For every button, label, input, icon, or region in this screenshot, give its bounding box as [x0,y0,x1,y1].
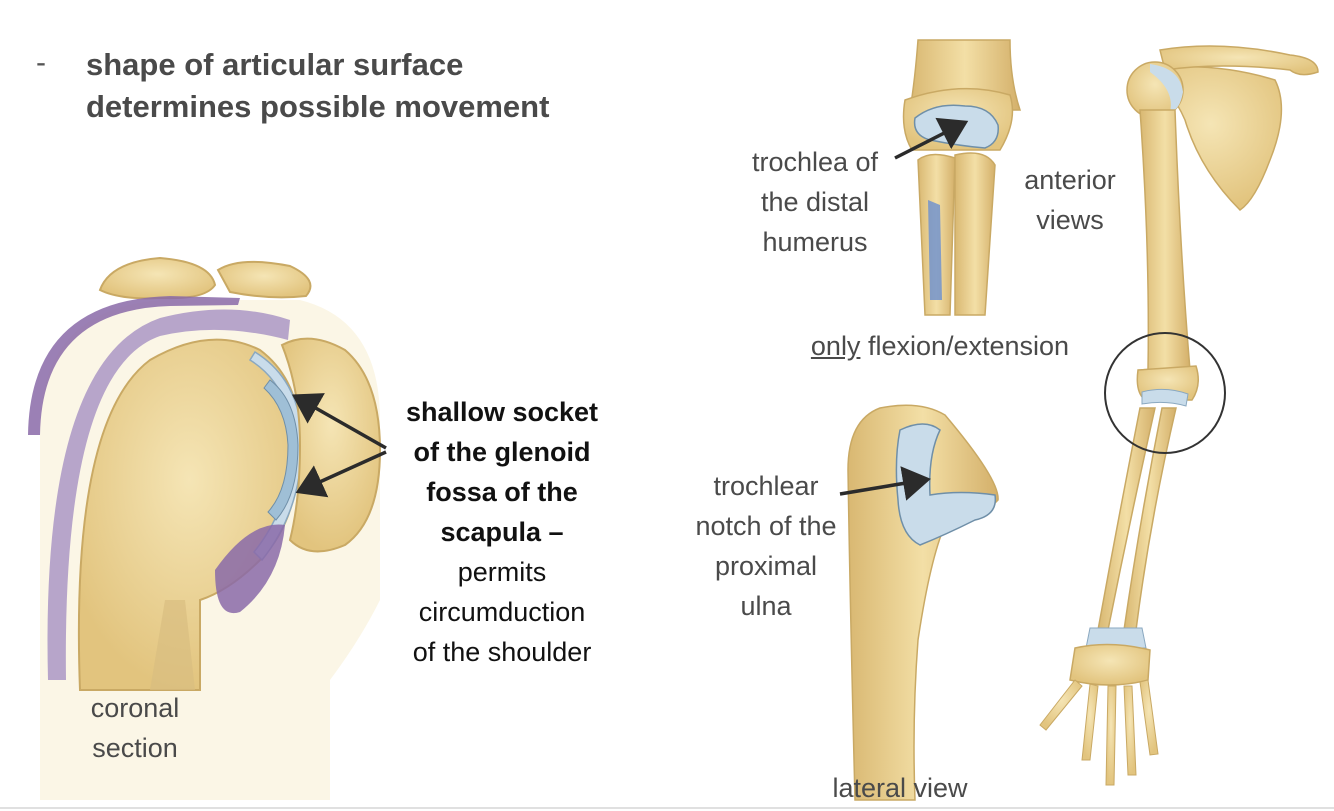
arm-skeleton [1040,46,1318,785]
label-anterior-line2: views [1005,200,1135,240]
label-glenoid-line1: shallow socket [385,392,619,432]
label-coronal-line1: coronal [60,688,210,728]
label-flexion-rest: flexion/extension [860,331,1069,361]
label-trochlea-humerus: trochlea of the distal humerus [730,142,900,262]
label-glenoid-line2: of the glenoid [385,432,619,472]
finger-2 [1082,684,1098,760]
label-lateral-view: lateral view [800,768,1000,808]
label-notch-line4: ulna [680,586,852,626]
label-coronal-section: coronal section [60,688,210,768]
label-only-underlined: only [811,331,861,361]
acromion [218,262,310,298]
label-anterior-views: anterior views [1005,160,1135,240]
elbow-anterior [904,40,1020,315]
label-trochlea-line3: humerus [730,222,900,262]
label-glenoid-fossa: shallow socket of the glenoid fossa of t… [385,392,619,672]
membrane-blue [928,200,942,300]
label-coronal-line2: section [60,728,210,768]
finger-4 [1124,686,1136,775]
label-glenoid-line3: fossa of the [385,472,619,512]
label-trochlear-notch: trochlear notch of the proximal ulna [680,466,852,626]
label-notch-line1: trochlear [680,466,852,506]
label-glenoid-line7: of the shoulder [385,632,619,672]
finger-5 [1140,680,1158,755]
radius-proximal [955,153,995,315]
carpals [1070,644,1150,685]
humerus-shaft [1140,110,1190,370]
label-notch-line2: notch of the [680,506,852,546]
finger-1 [1040,680,1082,730]
clavicle [100,258,215,298]
label-flexion-extension: only flexion/extension [780,326,1100,366]
label-glenoid-line6: circumduction [385,592,619,632]
label-glenoid-line5: permits [385,552,619,592]
finger-3 [1106,686,1116,785]
label-glenoid-line4: scapula – [385,512,619,552]
ulna-lateral-view [848,405,998,800]
label-trochlea-line1: trochlea of [730,142,900,182]
label-notch-line3: proximal [680,546,852,586]
label-trochlea-line2: the distal [730,182,900,222]
elbow-cartilage-arm [1142,389,1188,406]
radius-arm [1124,408,1176,630]
label-anterior-line1: anterior [1005,160,1135,200]
